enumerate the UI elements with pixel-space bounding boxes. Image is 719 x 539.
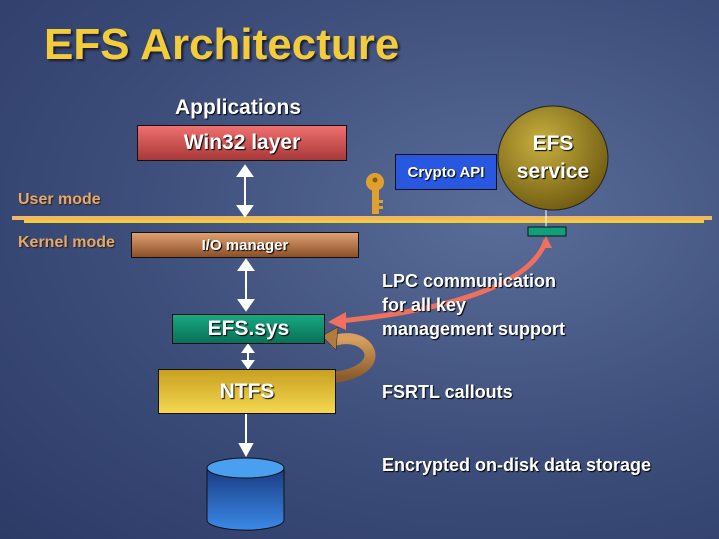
lpc-arrow	[339, 239, 549, 324]
arrow-io-efssys	[237, 258, 255, 312]
crypto-api-box: Crypto API	[395, 154, 497, 190]
arrow-ntfs-disk	[238, 414, 254, 458]
applications-label: Applications	[175, 96, 302, 119]
kernel-mode-label: Kernel mode	[18, 234, 115, 251]
lpc-note: LPC communication for all key management…	[382, 269, 565, 341]
mode-divider-line	[12, 216, 712, 223]
lpc-arrowhead-top	[540, 236, 552, 248]
lpc-arrowhead-left	[328, 312, 346, 330]
disk-storage-icon	[206, 457, 285, 531]
user-mode-label: User mode	[18, 191, 101, 208]
io-manager-label: I/O manager	[201, 236, 289, 254]
io-manager-box: I/O manager	[131, 232, 359, 258]
efs-service-line2: service	[516, 160, 590, 183]
fsrtl-callout-arrowhead	[321, 326, 339, 351]
win32-layer-box: Win32 layer	[137, 125, 347, 161]
fsrtl-note: FSRTL callouts	[382, 382, 513, 402]
page-title: EFS Architecture	[44, 20, 400, 69]
ntfs-label: NTFS	[219, 379, 275, 403]
crypto-api-label: Crypto API	[407, 163, 485, 181]
lpc-port	[527, 226, 567, 237]
lpc-note-line: for all key	[382, 295, 467, 315]
arrow-efssys-ntfs	[241, 343, 255, 370]
efs-sys-box: EFS.sys	[172, 314, 325, 344]
efs-service-line1: EFS	[532, 132, 574, 155]
storage-note: Encrypted on-disk data storage	[382, 455, 652, 475]
efs-service-label: EFS service	[498, 130, 608, 186]
key-icon	[366, 173, 384, 214]
efs-sys-label: EFS.sys	[207, 317, 290, 340]
win32-layer-label: Win32 layer	[183, 131, 301, 154]
lpc-note-line: management support	[382, 319, 566, 339]
fsrtl-callout-arrow	[321, 333, 376, 384]
efs-service-circle	[497, 105, 609, 211]
ntfs-box: NTFS	[158, 369, 336, 414]
arrow-win32-io	[236, 164, 254, 218]
lpc-note-line: LPC communication	[382, 271, 557, 291]
